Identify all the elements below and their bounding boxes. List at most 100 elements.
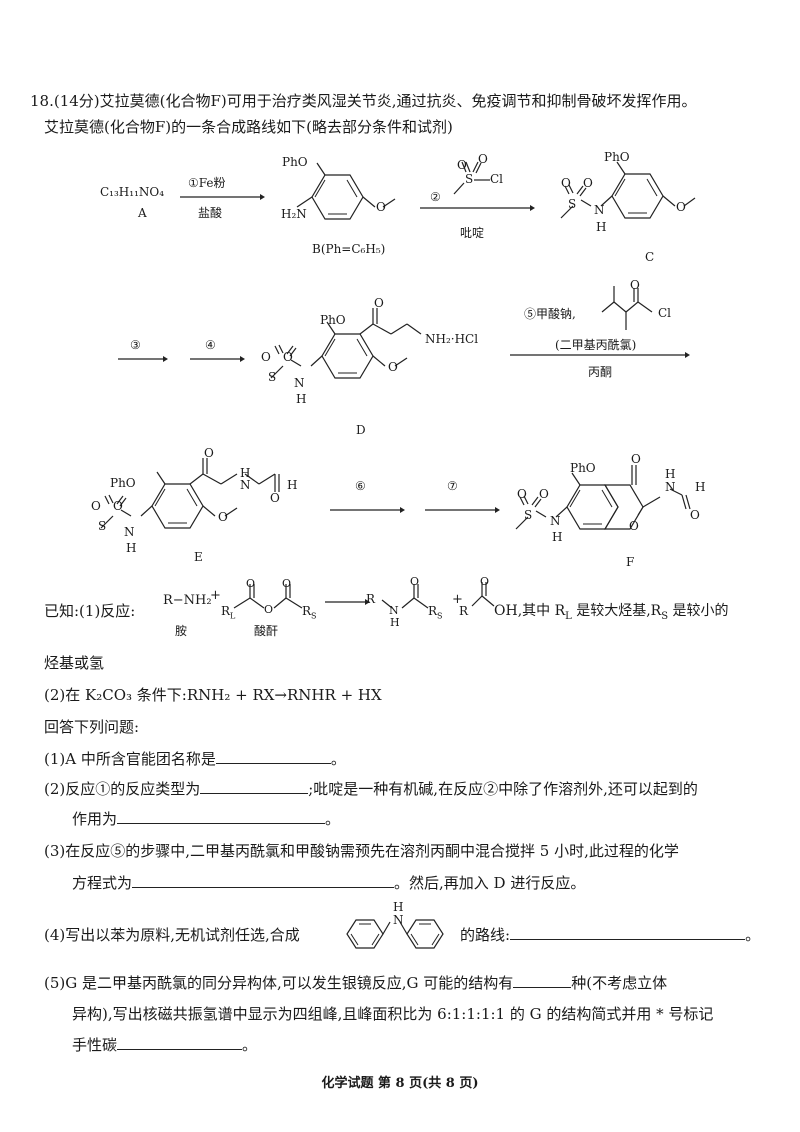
c-n: N xyxy=(594,203,605,217)
pivcl-cl: Cl xyxy=(658,306,672,320)
q1-text: (1)A 中所含官能团名称是 xyxy=(44,750,216,768)
question-5b: 异构),写出核磁共振氢谱中显示为四组峰,且峰面积比为 6:1:1:1:1 的 G… xyxy=(72,1005,714,1023)
mscl-cl: Cl xyxy=(490,172,504,186)
question-2a: (2)反应①的反应类型为 ;吡啶是一种有机碱,在反应②中除了作溶剂外,还可以起到的 xyxy=(44,778,770,800)
known-note-sub-s: S xyxy=(661,610,669,622)
anhydride-bridge-o: O xyxy=(264,603,274,616)
compound-b-structure xyxy=(296,162,396,220)
reaction-arrow-6 xyxy=(330,507,405,513)
question-1: (1)A 中所含官能团名称是 。 xyxy=(44,748,770,770)
compound-f-label: F xyxy=(626,555,635,569)
mscl-o-left: O xyxy=(457,158,467,172)
anhydride-rs-sub: S xyxy=(311,611,317,621)
step5-condition: 丙酮 xyxy=(588,365,613,379)
q4-text-b: 的路线: xyxy=(460,926,511,944)
diphenylamine-n: N xyxy=(393,913,404,927)
d-nh2hcl: NH₂·HCl xyxy=(425,332,479,346)
reaction-arrow-7 xyxy=(425,507,500,513)
question-5a: (5)G 是二甲基丙酰氯的同分异构体,可以发生银镜反应,G 可能的结构有种(不考… xyxy=(44,972,770,994)
d-n: N xyxy=(294,376,305,390)
q1-end: 。 xyxy=(330,750,346,768)
q5-structure-blank[interactable] xyxy=(117,1035,243,1050)
known-note: OH,其中 RL 是较大烃基,RS 是较小的 xyxy=(494,600,770,628)
pivaloyl-chloride-structure xyxy=(601,286,653,330)
compound-e-structure xyxy=(100,458,280,529)
q2-text-b: ;吡啶是一种有机碱,在反应②中除了作溶剂外,还可以起到的 xyxy=(308,780,698,798)
anhydride-rl-r: R xyxy=(221,604,231,618)
anhydride-structure xyxy=(233,584,303,609)
reaction-arrow-3 xyxy=(118,356,168,362)
question-3a: (3)在反应⑤的步骤中,二甲基丙酰氯和甲酸钠需预先在溶剂丙酮中混合搅拌 5 小时… xyxy=(44,842,679,860)
q3-text-b: 方程式为 xyxy=(72,874,133,892)
f-ring-o: O xyxy=(629,519,639,533)
e-formyl-o: O xyxy=(270,491,280,505)
question-4-end: 的路线: 。 xyxy=(460,924,770,946)
c-pho-label: PhO xyxy=(604,150,630,164)
b-pho-label: PhO xyxy=(282,155,308,169)
known-plus-1: + xyxy=(210,588,221,603)
amide-r: R xyxy=(366,592,376,606)
step3-label: ③ xyxy=(130,338,141,352)
q2-text-c: 作用为 xyxy=(72,810,118,828)
q4-end: 。 xyxy=(745,926,761,944)
q5-a-end: 种(不考虑立体 xyxy=(571,974,668,992)
diphenylamine-h: H xyxy=(393,900,404,914)
step2-condition: 吡啶 xyxy=(460,226,485,240)
f-formyl-h: H xyxy=(695,480,706,494)
reaction-arrow-5 xyxy=(510,352,690,358)
page-footer: 化学试题 第 8 页(共 8 页) xyxy=(321,1076,479,1091)
amide-product-structure xyxy=(381,584,429,609)
known-note-sub-l: L xyxy=(565,610,572,622)
d-methoxy-o: O xyxy=(388,360,398,374)
e-amide-h: H xyxy=(240,466,251,480)
q2-text-a: (2)反应①的反应类型为 xyxy=(44,780,201,798)
question-3b: 方程式为 。然后,再加入 D 进行反应。 xyxy=(72,872,770,894)
q2-role-blank[interactable] xyxy=(117,809,326,824)
known-item-2: (2)在 K₂CO₃ 条件下:RNH₂ + RX→RNHR + HX xyxy=(44,686,382,704)
q2-c-end: 。 xyxy=(325,810,341,828)
compound-b-label: B(Ph=C₆H₅) xyxy=(312,242,386,256)
acid-r: R xyxy=(459,604,469,618)
q3-equation-blank[interactable] xyxy=(132,873,395,888)
mscl-s: S xyxy=(465,172,474,186)
f-n: N xyxy=(550,514,561,528)
question-header-line1: 18.(14分)艾拉莫德(化合物F)可用于治疗类风湿关节炎,通过抗炎、免疫调节和… xyxy=(30,92,697,110)
known-plus-2: + xyxy=(452,592,463,607)
f-h: H xyxy=(552,530,563,544)
f-amide-h: H xyxy=(665,467,676,481)
d-o-left: O xyxy=(261,350,271,364)
answer-prompt: 回答下列问题: xyxy=(44,718,140,736)
compound-a-label: A xyxy=(138,206,147,220)
mscl-o-right: O xyxy=(478,152,488,166)
amide-rs-sub: S xyxy=(437,611,443,621)
pivcl-o: O xyxy=(630,278,640,292)
known-reaction-arrow xyxy=(325,599,370,605)
step4-label: ④ xyxy=(205,338,216,352)
e-o-right: O xyxy=(113,499,123,513)
anhydride-rl: RL xyxy=(221,604,235,620)
q4-route-blank[interactable] xyxy=(510,925,746,940)
question-header-line2: 艾拉莫德(化合物F)的一条合成路线如下(略去部分条件和试剂) xyxy=(44,118,453,136)
step5-name: (二甲基丙酰氯) xyxy=(555,338,637,352)
anhydride-rs: RS xyxy=(302,604,317,620)
reaction-arrow-4 xyxy=(190,356,245,362)
f-o-left: O xyxy=(517,487,527,501)
anhydride-rs-r: R xyxy=(302,604,312,618)
d-pho-label: PhO xyxy=(320,313,346,327)
q1-answer-blank[interactable] xyxy=(215,749,331,764)
f-s: S xyxy=(524,508,533,522)
acid-o: O xyxy=(480,575,490,588)
step7-label: ⑦ xyxy=(447,479,458,493)
acid-product-structure xyxy=(471,582,495,607)
q3-b-end: 。然后,再加入 D 进行反应。 xyxy=(394,874,586,892)
known-prefix: 已知:(1)反应: xyxy=(44,602,136,620)
d-h: H xyxy=(296,392,307,406)
f-o-right: O xyxy=(539,487,549,501)
e-ketone-o: O xyxy=(204,446,214,460)
f-formyl-o: O xyxy=(690,508,700,522)
q2-type-blank[interactable] xyxy=(200,779,309,794)
compound-e-label: E xyxy=(194,550,203,564)
step5-reagent: ⑤甲酸钠, xyxy=(524,307,576,321)
q5-count-blank[interactable] xyxy=(513,973,572,988)
compound-c-structure xyxy=(560,161,696,219)
